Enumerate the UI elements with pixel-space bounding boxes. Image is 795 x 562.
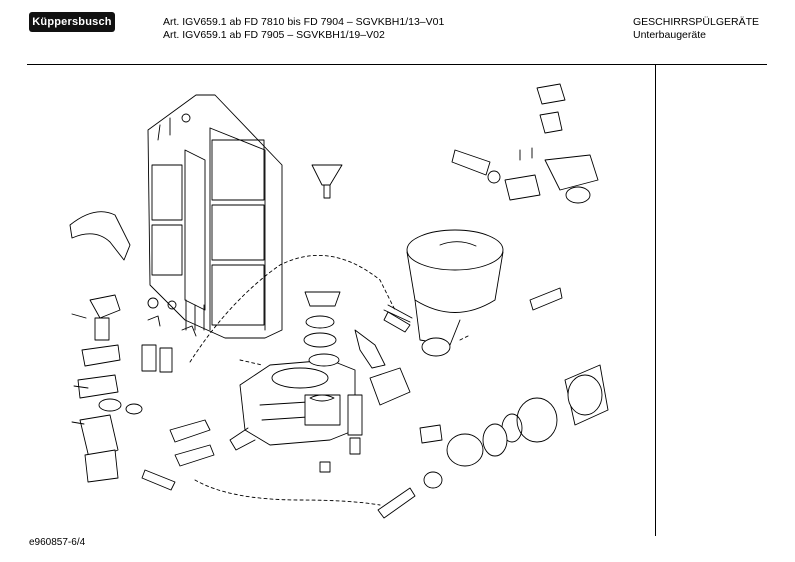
drawing-id: e960857-6/4 xyxy=(29,537,86,548)
filter-rings xyxy=(303,291,341,367)
right-margin-divider xyxy=(655,65,656,536)
header-divider xyxy=(27,64,767,65)
valve-assembly-left xyxy=(71,294,143,483)
assembly-leader-lines xyxy=(189,254,471,506)
circulation-pump xyxy=(419,287,609,489)
funnel-part xyxy=(311,164,343,199)
article-line-1: Art. IGV659.1 ab FD 7810 bis FD 7904 – S… xyxy=(163,16,445,28)
small-seals xyxy=(141,297,197,373)
corrugated-hose xyxy=(141,304,416,519)
drain-valve-assembly xyxy=(451,83,599,204)
subcategory-title: Unterbaugeräte xyxy=(633,29,706,41)
sump-assembly xyxy=(229,359,356,451)
hoses-and-fittings xyxy=(169,329,411,473)
brand-logo: Küppersbusch xyxy=(29,12,115,32)
article-line-2: Art. IGV659.1 ab FD 7905 – SGVKBH1/19–V0… xyxy=(163,29,385,41)
water-softener-panel xyxy=(147,94,283,339)
cover-clip xyxy=(69,211,131,261)
category-title: GESCHIRRSPÜLGERÄTE xyxy=(633,16,760,28)
sump-bowl xyxy=(383,229,504,357)
